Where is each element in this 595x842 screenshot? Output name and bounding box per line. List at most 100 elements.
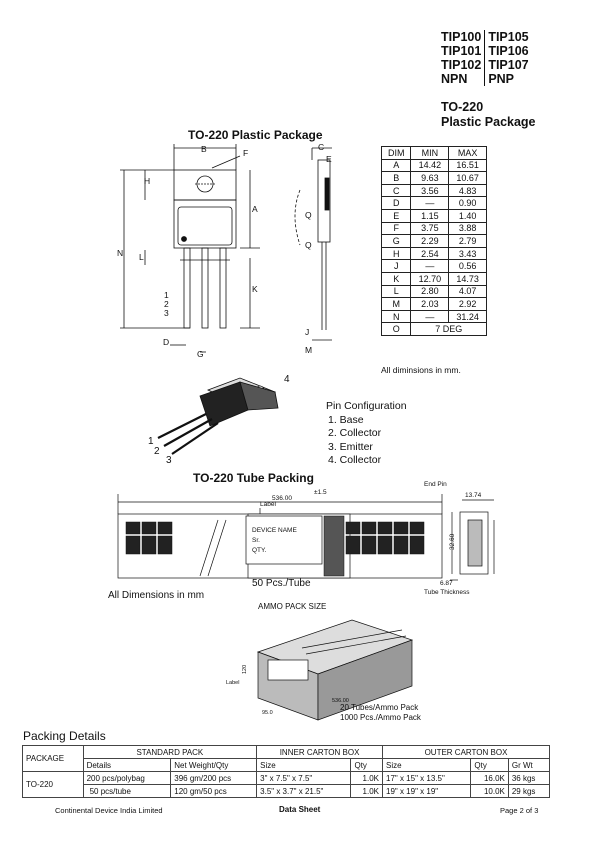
sub-header: Gr Wt [507, 758, 551, 772]
cell: 3" x 7.5" x 7.5" [256, 771, 352, 785]
cell: 1.0K [350, 784, 383, 798]
col-outer-carton: OUTER CARTON BOX [382, 745, 550, 759]
cell: 10.0K [470, 784, 509, 798]
dim-label-d: D [163, 337, 169, 347]
ammo-tubes: 20 Tubes/Ammo Pack [340, 703, 419, 712]
part-pnp-1: TIP105 [484, 30, 532, 44]
cell: 2.54 [410, 246, 450, 261]
packing-details-title: Packing Details [23, 729, 106, 743]
dim-label-e: E [326, 154, 332, 164]
cell: 29 kgs [507, 784, 551, 798]
cell: 36 kgs [507, 771, 551, 785]
cell: 14.73 [448, 271, 487, 286]
pin-config-item: 4. Collector [328, 454, 382, 466]
dim-label-j: J [305, 327, 309, 337]
table-row: N—31.24 [380, 309, 487, 324]
cell: 2.03 [410, 297, 450, 311]
cell: 3.75 [410, 221, 450, 236]
package-heading: TO-220 Plastic Package [441, 100, 536, 130]
col-standard-pack: STANDARD PACK [82, 745, 258, 759]
iso-pin-3: 3 [166, 455, 172, 466]
cell: — [410, 259, 450, 273]
dim-label-n: N [117, 248, 123, 258]
cell: 1.15 [410, 208, 450, 223]
ammo-dim-b: 536.00 [332, 698, 349, 704]
iso-pin-1: 1 [148, 436, 154, 447]
col-package: PACKAGE [22, 745, 84, 772]
iso-pin-2: 2 [154, 446, 160, 457]
pin-config-item: 1. Base [328, 413, 364, 426]
cell: 2.80 [410, 284, 450, 299]
cell: 12.70 [410, 271, 450, 286]
table-row: 50 pcs/tube 120 gm/50 pcs 3.5" x 3.7" x … [23, 784, 551, 798]
cell: N [380, 309, 412, 324]
table-row: Details Net Weight/Qty Size Qty Size Qty… [23, 758, 551, 772]
cell: 7 DEG [410, 322, 487, 336]
cell: 1.40 [448, 208, 487, 223]
tube-thickness-value: 6.87 [440, 580, 453, 587]
part-npn-1: TIP100 [441, 30, 482, 44]
cell: 3.56 [410, 183, 450, 198]
isometric-package-drawing: 1 2 3 4 [148, 374, 290, 466]
plastic-package-title: TO-220 Plastic Package [188, 128, 323, 142]
dimension-note: All diminsions in mm. [381, 365, 461, 375]
cell: O [380, 322, 412, 336]
pin-config-item: 3. Emitter [328, 440, 373, 453]
ammo-pack-qty: 20 Tubes/Ammo Pack 1000 Pcs./Ammo Pack [340, 703, 421, 723]
iso-pin-4: 4 [284, 374, 290, 385]
ammo-pack-drawing: Label 120 536.00 95.0 [226, 619, 414, 721]
cell: D [380, 196, 412, 210]
table-row: PACKAGE STANDARD PACK INNER CARTON BOX O… [22, 745, 550, 772]
cell: 3.5" x 3.7" x 21.5" [256, 784, 352, 798]
end-pin-label: End Pin [424, 481, 447, 488]
cell: 4.83 [448, 183, 487, 198]
pnp-label: PNP [484, 72, 532, 86]
col-min: MIN [410, 146, 450, 160]
tube-width: 13.74 [465, 492, 482, 499]
cell: 19" x 19" x 19" [381, 784, 472, 798]
package-heading-line1: TO-220 [441, 100, 484, 114]
cell: 10.67 [448, 171, 487, 185]
sub-header: Size [256, 758, 352, 772]
all-dimensions-note: All Dimensions in mm [108, 590, 205, 601]
packing-details-table: PACKAGE STANDARD PACK INNER CARTON BOX O… [22, 745, 551, 798]
cell: 31.24 [448, 309, 487, 324]
tab-outline [173, 169, 237, 201]
tube-label-box [245, 515, 323, 565]
cell: 16.51 [448, 158, 487, 173]
tube-length: 536.00 [272, 495, 292, 502]
tube-packing-drawing: 536.00 ±1.5 Label DEVICE NAME Sr. QTY. E… [117, 481, 495, 596]
cell: 0.56 [448, 259, 487, 273]
cell: 3.43 [448, 246, 487, 261]
cell: 1.0K [350, 771, 383, 785]
table-row: TO-220 200 pcs/polybag 396 gm/200 pcs 3"… [22, 771, 551, 798]
cell: 120 gm/50 pcs [170, 784, 258, 798]
sub-header: Qty [470, 758, 509, 772]
sub-header: Qty [350, 758, 383, 772]
dim-label-g: G [197, 349, 204, 359]
dim-label-c: C [318, 142, 324, 152]
cell: 14.42 [410, 158, 450, 173]
cell: 0.90 [448, 196, 487, 210]
sub-header: Net Weight/Qty [170, 758, 258, 772]
part-pnp-3: TIP107 [484, 58, 532, 72]
cell: 2.92 [448, 297, 487, 311]
col-dim: DIM [380, 146, 412, 160]
cell: J [380, 259, 412, 273]
cell: 200 pcs/polybag [82, 771, 172, 785]
cell: 396 gm/200 pcs [170, 771, 258, 785]
cell: 3.88 [448, 221, 487, 236]
col-inner-carton: INNER CARTON BOX [256, 745, 383, 759]
cell: H [380, 246, 412, 261]
ammo-label: Label [226, 680, 239, 686]
npn-label: NPN [441, 72, 468, 86]
cell: 9.63 [410, 171, 450, 185]
